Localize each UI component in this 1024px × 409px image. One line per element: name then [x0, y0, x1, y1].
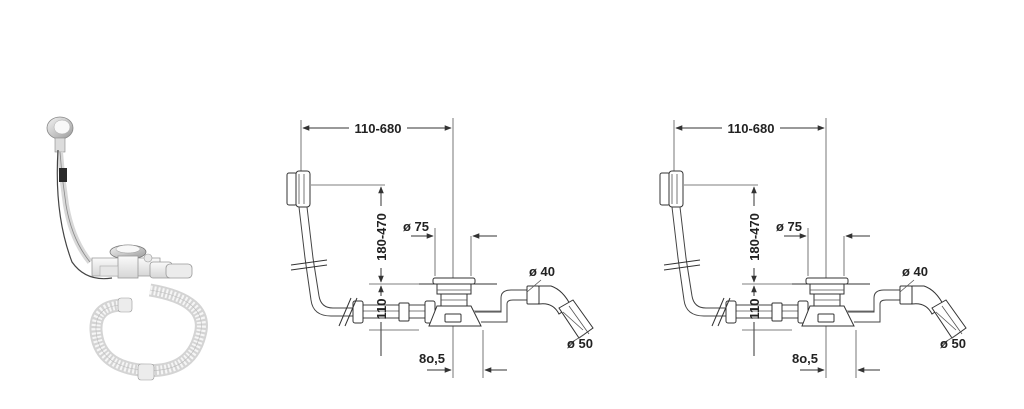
outlet-large-diameter-label: ø 50	[567, 336, 593, 351]
offset-dimension: 8o,5	[419, 351, 445, 366]
pipe-height-dimension: 110	[747, 299, 762, 320]
width-dimension: 110-680	[728, 121, 775, 136]
height-dimension: 180-470	[374, 213, 389, 261]
product-photo	[46, 116, 208, 381]
outlet-large-diameter-label: ø 50	[940, 336, 966, 351]
pipe-height-dimension: 110	[374, 299, 389, 320]
height-dimension: 180-470	[747, 213, 762, 261]
drain-diameter-label: ø 75	[776, 219, 802, 234]
technical-drawing-1: 110-680 180-470 110 ø 75 ø 40 ø 50 8o,5	[287, 118, 593, 378]
technical-drawing-2: 110-680 180-470 110 ø 75 ø 40 ø 50 8o,5	[660, 118, 966, 378]
outlet-small-diameter-label: ø 40	[529, 264, 555, 279]
drain-diameter-label: ø 75	[403, 219, 429, 234]
width-dimension: 110-680	[355, 121, 402, 136]
outlet-small-diameter-label: ø 40	[902, 264, 928, 279]
offset-dimension: 8o,5	[792, 351, 818, 366]
